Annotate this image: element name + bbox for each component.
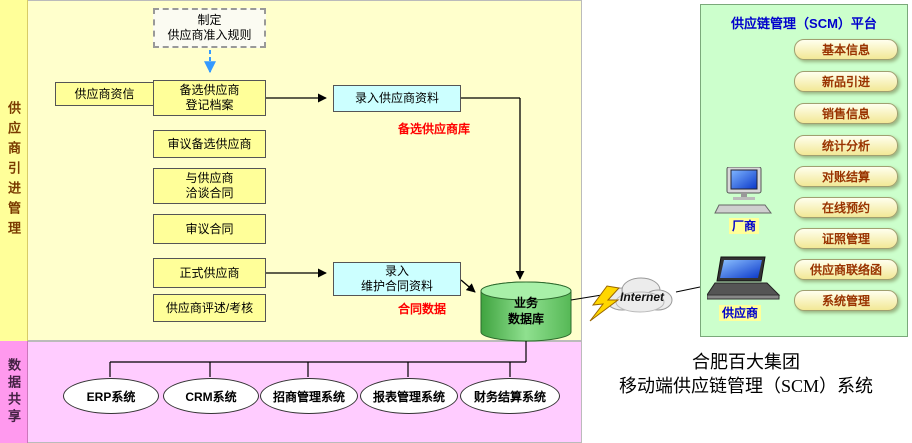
button-reconciliation[interactable]: 对账结算 [794, 166, 898, 187]
laptop-icon [707, 256, 781, 300]
internet-label: Internet [620, 290, 665, 304]
system-report-mgmt: 报表管理系统 [360, 378, 458, 414]
candidate-supplier-db-note: 备选供应商库 [398, 122, 471, 136]
step-candidate-register: 备选供应商 登记档案 [153, 80, 266, 116]
entry-supplier-data-box: 录入供应商资料 [333, 85, 461, 112]
desktop-computer-icon [714, 167, 772, 214]
button-system-mgmt[interactable]: 系统管理 [794, 290, 898, 311]
button-basic-info[interactable]: 基本信息 [794, 39, 898, 60]
step-formal-supplier: 正式供应商 [153, 258, 266, 288]
supplier-label: 供应商 [719, 305, 762, 321]
data-share-sidebar: 数据共享 [0, 341, 28, 443]
entry-contract-data-box: 录入 维护合同资料 [333, 262, 461, 296]
system-finance-settle: 财务结算系统 [460, 378, 560, 414]
lightning-bolt-icon [589, 285, 620, 322]
button-supplier-letter[interactable]: 供应商联络函 [794, 259, 898, 280]
scm-platform-title: 供应链管理（SCM）平台 [731, 16, 877, 31]
supplier-credit-box: 供应商资信 [55, 82, 154, 106]
button-new-product[interactable]: 新品引进 [794, 71, 898, 92]
step-review-contract: 审议合同 [153, 214, 266, 244]
system-crm: CRM系统 [163, 378, 259, 414]
footer-line1: 合肥百大集团 [692, 352, 800, 372]
button-license-mgmt[interactable]: 证照管理 [794, 228, 898, 249]
button-statistics[interactable]: 统计分析 [794, 135, 898, 156]
system-erp: ERP系统 [63, 378, 159, 414]
button-sales-info[interactable]: 销售信息 [794, 103, 898, 124]
step-negotiate-contract: 与供应商 洽谈合同 [153, 168, 266, 204]
supplier-intro-area [0, 0, 582, 341]
supplier-intro-sidebar: 供应商引进管理 [0, 0, 28, 341]
rule-box: 制定 供应商准入规则 [153, 8, 266, 48]
data-share-label: 数据共享 [6, 358, 21, 426]
internet-cloud: Internet [589, 277, 673, 322]
system-merchant-mgmt: 招商管理系统 [260, 378, 358, 414]
contract-data-note: 合同数据 [398, 302, 447, 316]
footer-line2: 移动端供应链管理（SCM）系统 [618, 376, 874, 397]
scm-platform-panel: 供应链管理（SCM）平台 基本信息 新品引进 销售信息 统计分析 对账结算 在线… [700, 4, 908, 337]
step-supplier-evaluation: 供应商评述/考核 [153, 294, 266, 322]
step-review-candidate: 审议备选供应商 [153, 130, 266, 158]
business-database-label: 业务 数据库 [507, 296, 544, 326]
supplier-intro-label: 供应商引进管理 [6, 100, 21, 241]
footer-caption: 合肥百大集团 移动端供应链管理（SCM）系统 [580, 350, 912, 399]
manufacturer-label: 厂商 [729, 218, 760, 234]
button-online-booking[interactable]: 在线预约 [794, 197, 898, 218]
